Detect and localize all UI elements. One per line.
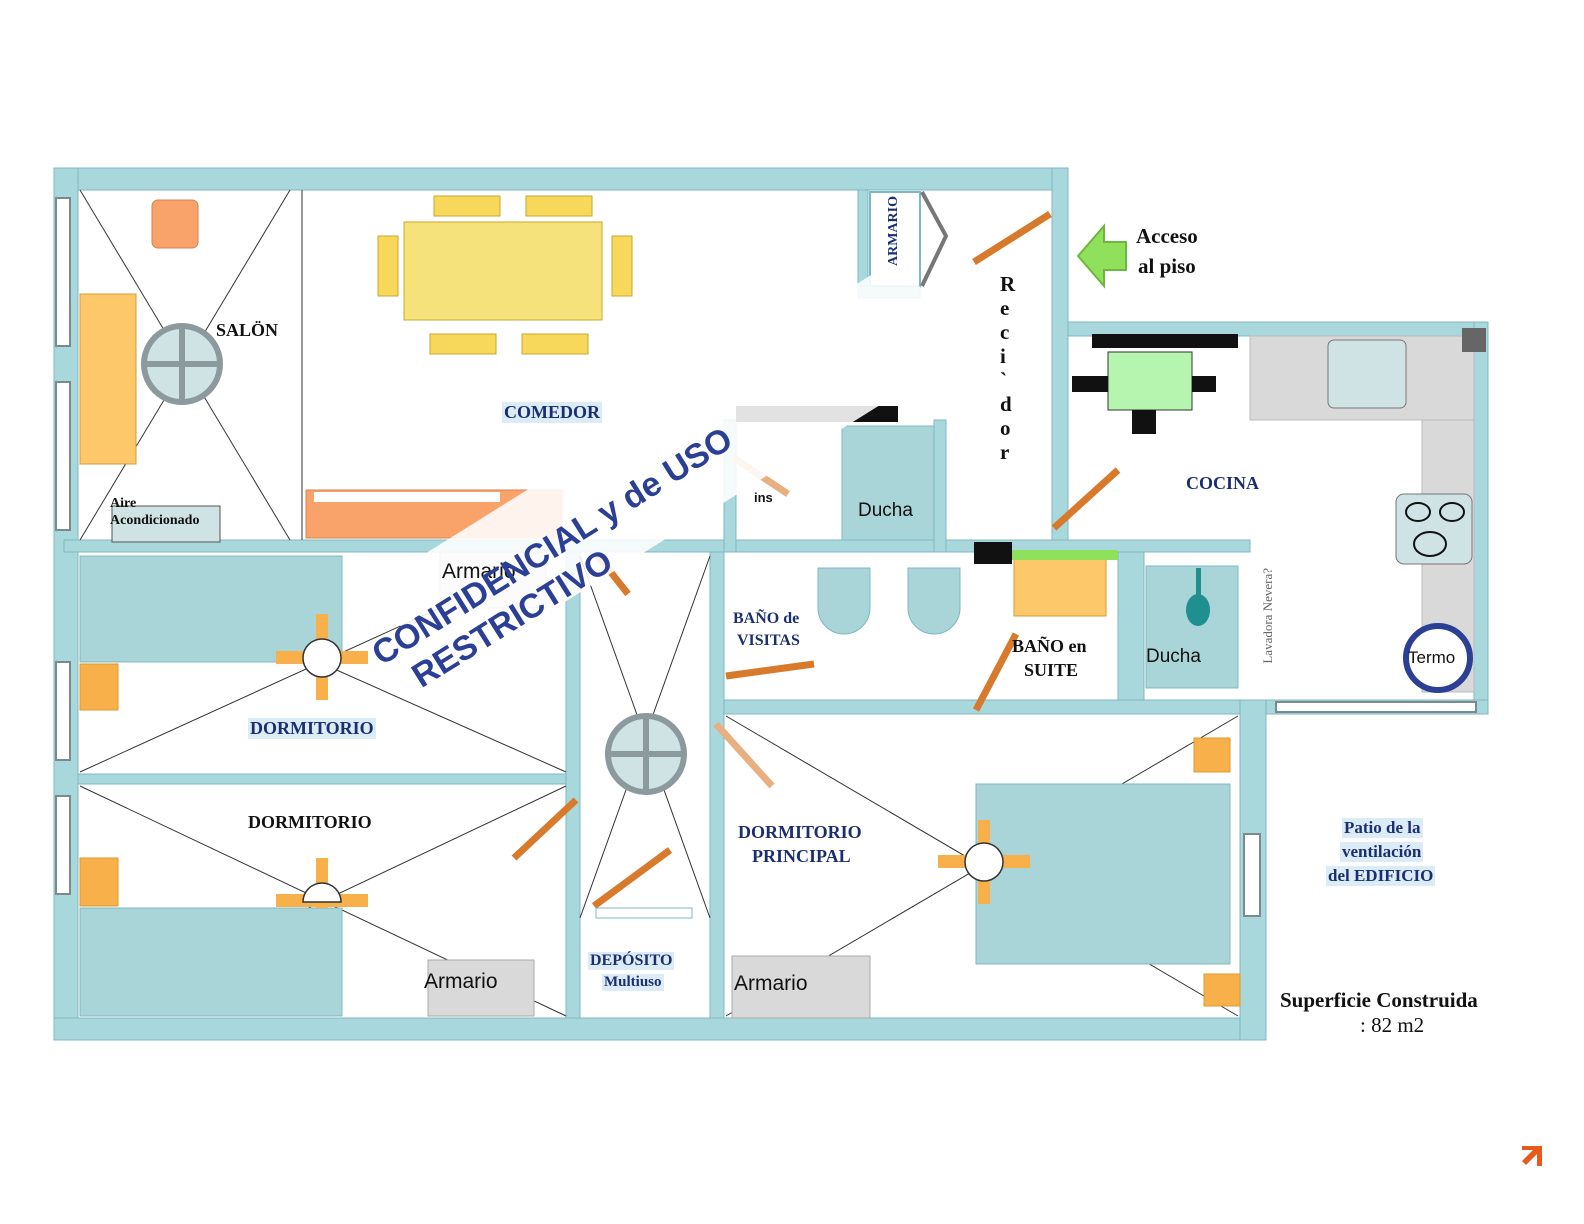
label-ducha-suite: Ducha	[1146, 646, 1201, 667]
label-visitas: VISITAS	[737, 632, 800, 649]
label-ins: ins	[754, 490, 773, 505]
label-multiuso: Multiuso	[602, 974, 664, 991]
orange-corner-arrow-icon	[1522, 1146, 1542, 1166]
deposito-fan	[605, 713, 687, 795]
bed-2	[79, 907, 343, 1017]
label-dormitorio-2: DORMITORIO	[248, 812, 372, 832]
label-comedor: COMEDOR	[502, 402, 602, 423]
label-acceso: Acceso	[1136, 224, 1198, 248]
label-superficie-value: : 82 m2	[1360, 1013, 1425, 1037]
armario-br	[731, 955, 871, 1019]
bed-principal	[975, 783, 1231, 965]
label-dormitorio-1: DORMITORIO	[248, 718, 376, 739]
label-principal: PRINCIPAL	[752, 846, 851, 866]
label-termo: Termo	[1408, 648, 1456, 667]
label-bano-visitas: BAÑO de	[733, 610, 800, 627]
ducha-suite	[1145, 565, 1239, 689]
ducha-visitas	[841, 425, 935, 541]
salon-sofa	[79, 293, 137, 465]
kitchen-sink	[1327, 339, 1407, 409]
salon-ceiling-fan	[141, 323, 223, 405]
bed-1	[79, 555, 343, 663]
label-patio: Patio de la	[1342, 818, 1423, 838]
label-bano-suite: BAÑO en	[1012, 636, 1087, 656]
label-armario-br: Armario	[734, 972, 808, 995]
label-edificio: del EDIFICIO	[1326, 866, 1436, 886]
comedor-chairs	[377, 195, 633, 355]
label-dorm-principal: DORMITORIO	[738, 822, 862, 842]
comedor-table	[403, 221, 603, 321]
label-armario-top: Armario	[442, 560, 516, 583]
toilets	[817, 567, 961, 635]
label-ventilacion: ventilación	[1340, 842, 1424, 862]
kitchen-table	[1107, 351, 1193, 411]
label-suite: SUITE	[1024, 660, 1079, 680]
label-al-piso: al piso	[1138, 254, 1196, 278]
label-cocina: COCINA	[1186, 473, 1260, 493]
label-lavadora: Lavadora Nevera?	[1260, 568, 1275, 664]
label-aire: Aire	[110, 496, 137, 511]
label-superficie: Superficie Construida	[1280, 988, 1478, 1012]
aire-unit	[111, 505, 221, 543]
nightstands	[79, 663, 1241, 1007]
label-armario-bl: Armario	[424, 970, 498, 993]
termo-icon	[1403, 623, 1473, 693]
armario-bl	[427, 959, 535, 1017]
label-deposito: DEPÓSITO	[588, 952, 675, 970]
windows	[55, 197, 1477, 917]
green-arrow-icon	[1076, 223, 1127, 289]
salon-armchair	[151, 199, 199, 249]
label-aire-2: Acondicionado	[110, 513, 200, 528]
label-salon: SALÖN	[216, 320, 279, 340]
doors	[511, 211, 1121, 909]
label-recibidor: R e c i ` d o r	[1000, 272, 1016, 464]
label-armario-vertical: ARMARIO	[886, 196, 901, 266]
label-ducha-visitas: Ducha	[858, 500, 913, 521]
suite-vanity	[1013, 557, 1107, 617]
